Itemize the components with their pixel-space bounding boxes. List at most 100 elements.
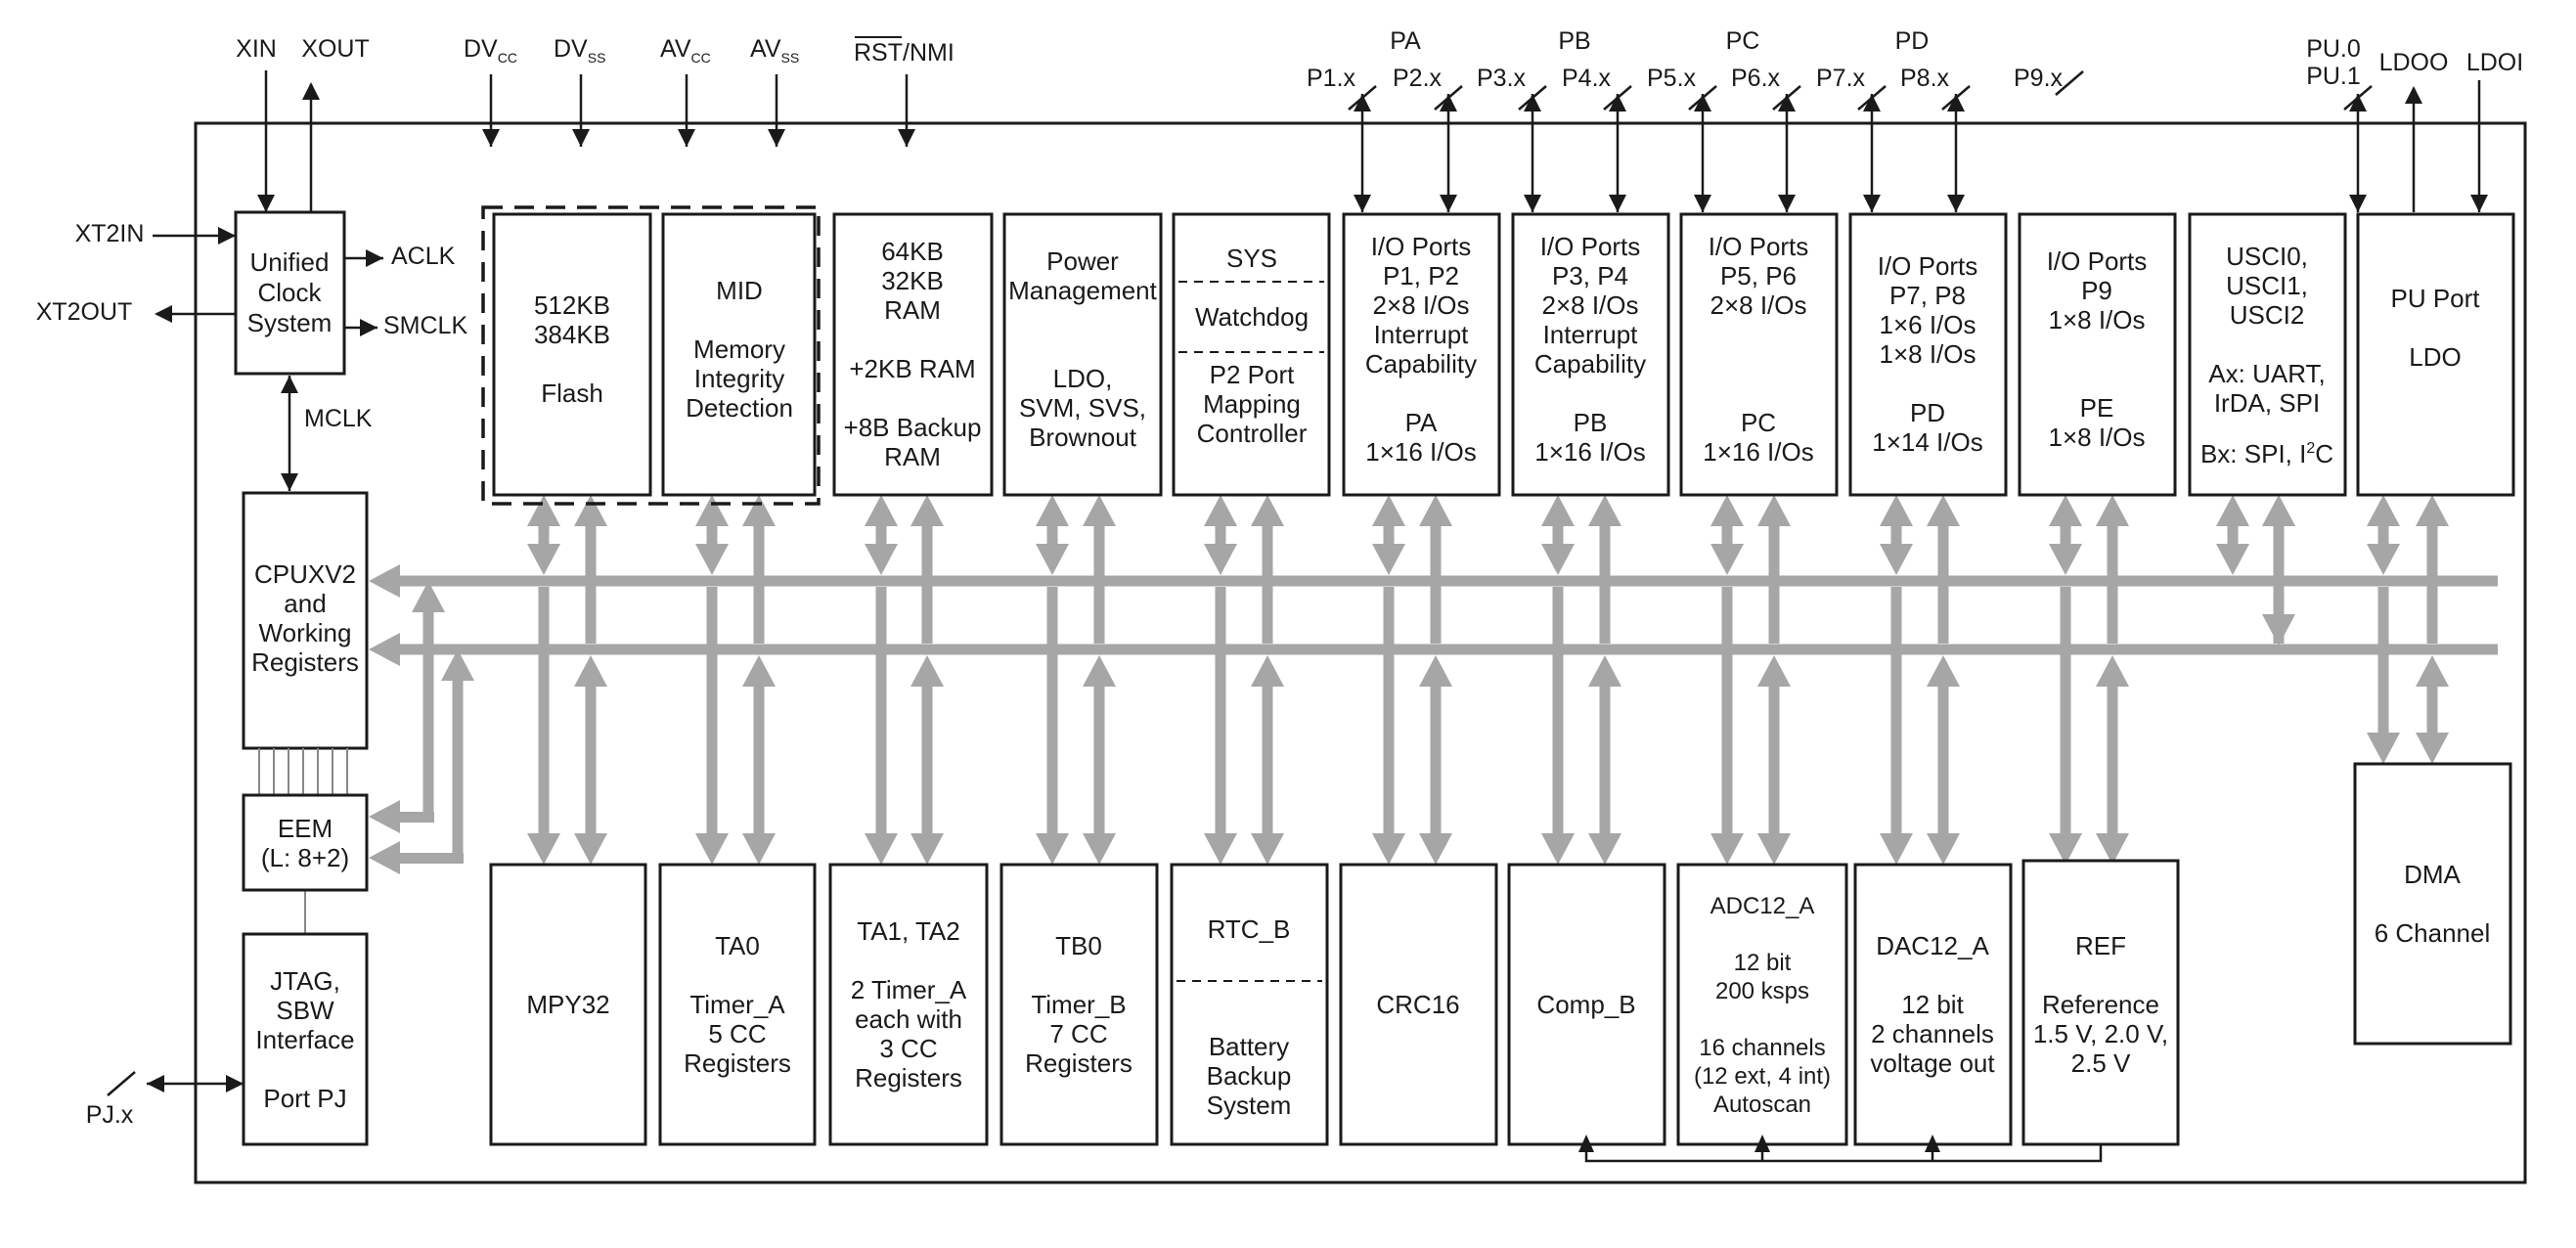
pin-p7: P7.x bbox=[1816, 65, 1866, 92]
pu-arrow bbox=[2343, 85, 2373, 212]
port-arrow-p4 bbox=[1603, 85, 1632, 212]
bus-arrow-top-b-2 bbox=[910, 495, 944, 644]
xin-arrow bbox=[257, 70, 275, 212]
bus-arrow-bot-b-1 bbox=[742, 655, 776, 865]
pin-pb: PB bbox=[1558, 27, 1590, 55]
bus-arrow-top-b-6 bbox=[1588, 495, 1621, 644]
bus-arrow-top-a-4 bbox=[1204, 495, 1237, 575]
pj-arrow bbox=[107, 1071, 244, 1096]
pin-xt2out: XT2OUT bbox=[36, 298, 133, 326]
bus-arrow-top-a-7 bbox=[1710, 495, 1744, 575]
bus-arrow-top-a-1 bbox=[695, 495, 729, 575]
bus-arrow-bot-b-0 bbox=[574, 655, 607, 865]
bus-arrow-usci-b bbox=[2262, 495, 2295, 646]
port-arrow-p7 bbox=[1857, 85, 1887, 212]
bus-arrow-bot-b-3 bbox=[1083, 655, 1116, 865]
bus-arrows bbox=[369, 495, 2498, 874]
pin-pu1: PU.1 bbox=[2306, 63, 2361, 90]
ref-connection-lines bbox=[1578, 1135, 2103, 1163]
pin-arrow-dvss bbox=[572, 74, 590, 147]
mdb-bus bbox=[369, 633, 2498, 666]
bus-arrow-top-a-8 bbox=[1880, 495, 1913, 575]
bus-arrow-top-b-11 bbox=[2416, 495, 2449, 644]
bus-arrow-top-a-10 bbox=[2216, 495, 2249, 575]
bus-arrow-bot-a-4 bbox=[1204, 587, 1237, 865]
mab-bus bbox=[369, 564, 2498, 598]
memory-group-dashed-frame bbox=[481, 205, 821, 506]
mpy32-label: MPY32 bbox=[526, 990, 609, 1019]
bus-arrow-top-a-6 bbox=[1541, 495, 1575, 575]
pin-avcc: AVCC bbox=[660, 35, 711, 66]
eem-connector-lines bbox=[258, 748, 348, 934]
pin-pa: PA bbox=[1390, 27, 1421, 55]
pin-pc: PC bbox=[1726, 27, 1760, 55]
pin-arrow-avcc bbox=[678, 74, 695, 147]
port-arrow-p8 bbox=[1941, 85, 1971, 212]
bus-arrow-bot-a-0 bbox=[527, 587, 560, 865]
bus-arrow-bot-a-6 bbox=[1541, 587, 1575, 865]
pin-pu0: PU.0 bbox=[2306, 35, 2361, 63]
smclk-arrow bbox=[344, 319, 378, 336]
bus-arrow-top-b-5 bbox=[1419, 495, 1452, 644]
comp-b-label: Comp_B bbox=[1536, 990, 1635, 1019]
usci-bx-label: Bx: SPI, I2C bbox=[2200, 439, 2333, 468]
aclk-arrow bbox=[344, 249, 383, 267]
bus-arrow-bot-b-4 bbox=[1251, 655, 1284, 865]
pin-p4: P4.x bbox=[1562, 65, 1612, 92]
crc16-label: CRC16 bbox=[1376, 990, 1459, 1019]
bus-arrow-top-b-0 bbox=[574, 495, 607, 644]
bus-arrow-top-a-3 bbox=[1036, 495, 1069, 575]
bus-arrow-top-a-5 bbox=[1372, 495, 1405, 575]
ldoi-arrow bbox=[2470, 80, 2488, 212]
rtc-b-label: RTC_B bbox=[1208, 914, 1291, 944]
mpy32-block: MPY32 bbox=[489, 863, 647, 1146]
pin-xout: XOUT bbox=[301, 35, 369, 63]
bus-arrow-bot-a-1 bbox=[695, 587, 729, 865]
xt2in-arrow bbox=[153, 227, 236, 245]
pin-pj: PJ.x bbox=[86, 1101, 134, 1129]
sys-label: SYS bbox=[1226, 244, 1277, 273]
eem-block: EEM(L: 8+2) bbox=[242, 793, 369, 892]
bus-arrow-bot-b-2 bbox=[910, 655, 944, 865]
xout-arrow bbox=[302, 82, 320, 212]
pin-aclk: ACLK bbox=[391, 243, 456, 270]
pin-arrow-avss bbox=[768, 74, 785, 147]
pin-arrow-rst-nmi bbox=[898, 74, 915, 147]
bus-arrow-top-a-2 bbox=[865, 495, 898, 575]
bus-arrow-bot-b-9 bbox=[2096, 655, 2129, 865]
bus-arrow-bot-a-2 bbox=[865, 587, 898, 865]
bus-arrow-top-b-9 bbox=[2096, 495, 2129, 644]
bus-arrow-top-b-8 bbox=[1927, 495, 1960, 644]
bus-arrow-bot-b-5 bbox=[1419, 655, 1452, 865]
eem-label: EEM(L: 8+2) bbox=[261, 814, 349, 872]
port-arrow-p3 bbox=[1518, 85, 1547, 212]
pin-p5: P5.x bbox=[1647, 65, 1697, 92]
pin-pd: PD bbox=[1895, 27, 1930, 55]
pin-p8: P8.x bbox=[1900, 65, 1950, 92]
